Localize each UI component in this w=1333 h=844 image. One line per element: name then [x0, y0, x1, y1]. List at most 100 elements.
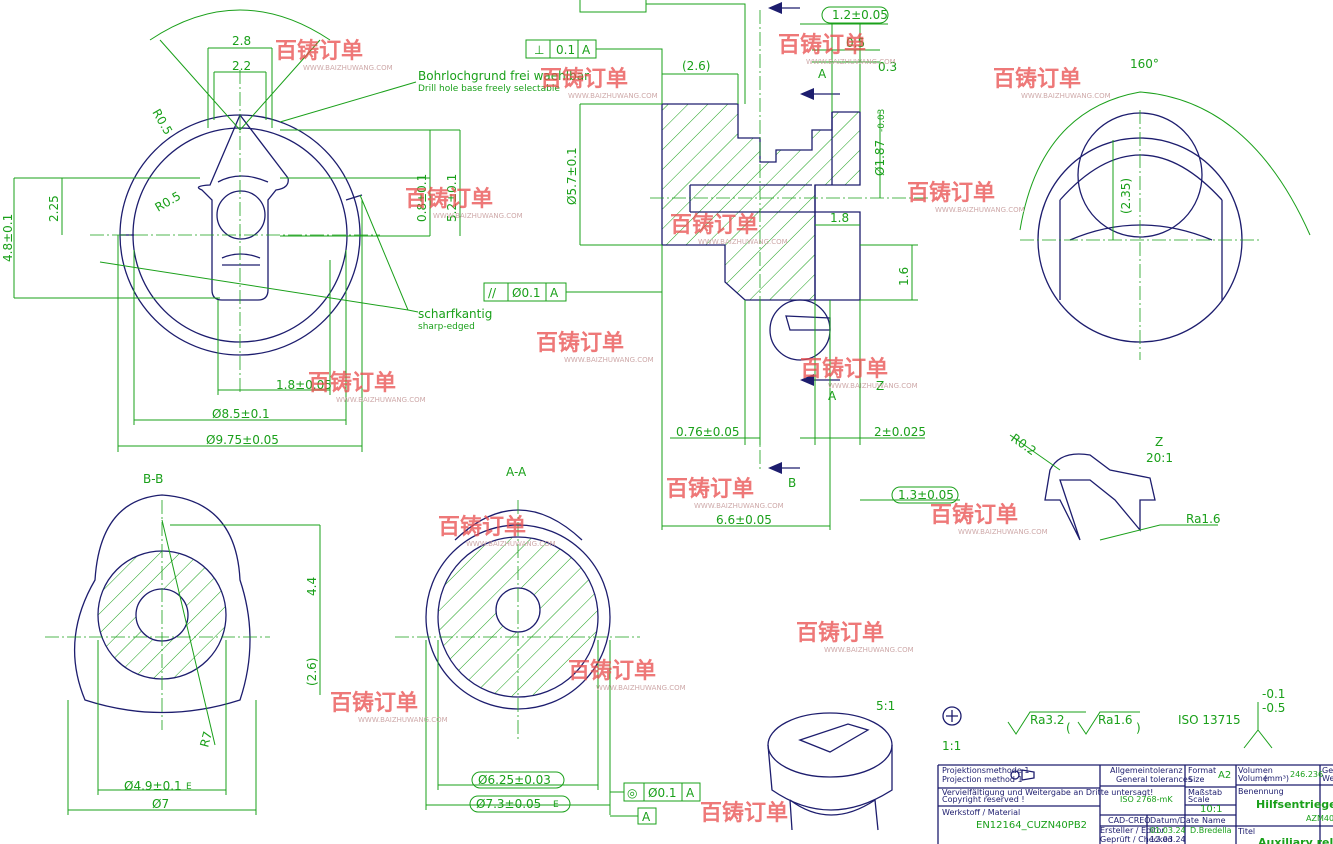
detail-z-scale: 20:1 — [1146, 451, 1173, 465]
dim-2-8: 2.8 — [232, 34, 251, 48]
tb-scale-en: Scale — [1188, 795, 1210, 804]
svg-text:百铸订单: 百铸订单 — [930, 502, 1018, 528]
tb-checked-label: Geprüft / Checked — [1100, 835, 1172, 844]
tb-proj-en: Projection method 1 — [942, 775, 1023, 784]
detail-ref-z: Z — [876, 379, 884, 393]
tb-tol-label: Allgemeintoleranz — [1110, 766, 1183, 775]
svg-text:WWW.BAIZHUWANG.COM: WWW.BAIZHUWANG.COM — [564, 356, 654, 364]
bb-dim-d7: Ø7 — [152, 797, 169, 811]
dim-1-8: 1.8±0.05 — [276, 378, 332, 392]
dim-0-5: 0.5 — [846, 36, 865, 50]
gdt-par-symbol: // — [488, 286, 497, 300]
tb-date-label: Datum/Date — [1150, 816, 1199, 825]
svg-text:百铸订单: 百铸订单 — [796, 620, 884, 646]
svg-text:百铸订单: 百铸订单 — [536, 330, 624, 356]
svg-text:百铸订单: 百铸订单 — [800, 356, 888, 382]
aa-title: A-A — [506, 465, 527, 479]
tb-name-label: Name — [1202, 816, 1226, 825]
svg-text:WWW.BAIZHUWANG.COM: WWW.BAIZHUWANG.COM — [433, 212, 523, 220]
section-label-a-bottom: A — [828, 389, 837, 403]
dim-d8-5: Ø8.5±0.1 — [212, 407, 270, 421]
dim-1-6: 1.6 — [897, 267, 911, 286]
gdt-perp-tol: 0.1 — [556, 43, 575, 57]
note-scharfkantig-en: sharp-edged — [418, 322, 475, 332]
aa-view: A-A Ø6.25±0.03 Ø7.3±0.05 E ◎ Ø0.1 A A — [395, 465, 701, 825]
section-label-a-top: A — [818, 67, 827, 81]
isometric-views: 5:1 1:1 — [767, 699, 962, 831]
tb-scale-label: Maßstab — [1188, 788, 1222, 797]
gdt-perp-ref: A — [582, 43, 591, 57]
aa-gdt-symbol: ◎ — [627, 786, 637, 800]
bb-title: B-B — [143, 472, 163, 486]
tb-tol-value: ISO 2768-mK — [1120, 795, 1173, 804]
svg-text:百铸订单: 百铸订单 — [670, 212, 758, 238]
svg-text:WWW.BAIZHUWANG.COM: WWW.BAIZHUWANG.COM — [824, 646, 914, 654]
dim-d9-75: Ø9.75±0.05 — [206, 433, 279, 447]
svg-text:百铸订单: 百铸订单 — [568, 658, 656, 684]
top-left-view: 2.8 2.2 R0.5 R0.5 4.8±0.1 2.25 0.8±0.1 5… — [1, 9, 589, 452]
svg-text:): ) — [1136, 721, 1141, 735]
svg-text:百铸订单: 百铸订单 — [405, 186, 493, 212]
bb-dim-4-4: 4.4 — [305, 577, 319, 596]
svg-text:WWW.BAIZHUWANG.COM: WWW.BAIZHUWANG.COM — [698, 238, 788, 246]
dim-5-2: 5.2±0.1 — [445, 174, 459, 222]
bb-dim-d4-9: Ø4.9±0.1 — [124, 779, 182, 793]
ra-3-2: Ra3.2 — [1030, 713, 1065, 727]
tb-format-label: Format — [1188, 766, 1216, 775]
svg-text:WWW.BAIZHUWANG.COM: WWW.BAIZHUWANG.COM — [596, 684, 686, 692]
bb-dim-d4-9-mark: E — [186, 782, 192, 792]
svg-text:WWW.BAIZHUWANG.COM: WWW.BAIZHUWANG.COM — [694, 502, 784, 510]
gdt-perp-symbol: ⊥ — [534, 43, 544, 57]
bb-view: B-B 4.4 (2.6) R7 Ø4.9±0.1 E Ø7 — [45, 472, 321, 815]
right-view: 160° (2.35) — [1019, 57, 1311, 360]
iso-scale-5-1: 5:1 — [876, 699, 895, 713]
note-scharfkantig-de: scharfkantig — [418, 307, 492, 321]
dim-2-25: 2.25 — [47, 195, 61, 222]
dim-4-8: 4.8±0.1 — [1, 214, 15, 262]
note-bohrloch-de: Bohrlochgrund frei waehlbar — [418, 69, 589, 83]
dim-2-35: (2.35) — [1119, 178, 1133, 214]
tb-material-label: Werkstoff / Material — [942, 808, 1020, 817]
svg-text:百铸订单: 百铸订单 — [275, 38, 363, 64]
aa-dim-d7-3: Ø7.3±0.05 — [476, 797, 541, 811]
tb-copy-de: Vervielfältigung und Weitergabe an Dritt… — [942, 788, 1153, 797]
tb-we-label: We — [1322, 774, 1333, 783]
section-view: A A B Z (2.6) Ø5.7±0.1 1.2±0.05 0.5 0.3 … — [483, 0, 960, 530]
edge-top: -0.1 — [1262, 687, 1285, 701]
svg-text:WWW.BAIZHUWANG.COM: WWW.BAIZHUWANG.COM — [466, 540, 556, 548]
svg-text:百铸订单: 百铸订单 — [308, 370, 396, 396]
dim-0-3: 0.3 — [878, 60, 897, 74]
tb-editor-label: Ersteller / Editor — [1100, 826, 1165, 835]
dim-1-3: 1.3±0.05 — [898, 488, 954, 502]
tb-cad: CAD-CREO — [1108, 816, 1151, 825]
dim-2-6: (2.6) — [682, 59, 710, 73]
detail-z-title: Z — [1155, 435, 1163, 449]
iso-scale-1-1: 1:1 — [942, 739, 961, 753]
svg-text:WWW.BAIZHUWANG.COM: WWW.BAIZHUWANG.COM — [358, 716, 448, 724]
tb-benennung: Benennung — [1238, 787, 1284, 796]
dim-d1-87-tol: -0.03 — [877, 109, 887, 132]
title-block: Projektionsmethode 1 Projection method 1… — [937, 764, 1333, 844]
dim-d1-87: Ø1.87 — [873, 140, 887, 176]
svg-text:百铸订单: 百铸订单 — [540, 66, 628, 92]
svg-text:WWW.BAIZHUWANG.COM: WWW.BAIZHUWANG.COM — [1021, 92, 1111, 100]
dim-0-8: 0.8±0.1 — [415, 174, 429, 222]
tb-vol-label: Volumen — [1238, 766, 1273, 775]
svg-text:百铸订单: 百铸订单 — [907, 180, 995, 206]
bb-dim-r7: R7 — [197, 730, 215, 749]
svg-text:百铸订单: 百铸订单 — [666, 476, 754, 502]
section-label-b: B — [788, 476, 796, 490]
svg-text:百铸订单: 百铸订单 — [700, 800, 788, 826]
tb-scale-value: 10:1 — [1200, 804, 1222, 815]
ra-1-6: Ra1.6 — [1098, 713, 1133, 727]
detail-z-r02: R0.2 — [1008, 431, 1038, 458]
